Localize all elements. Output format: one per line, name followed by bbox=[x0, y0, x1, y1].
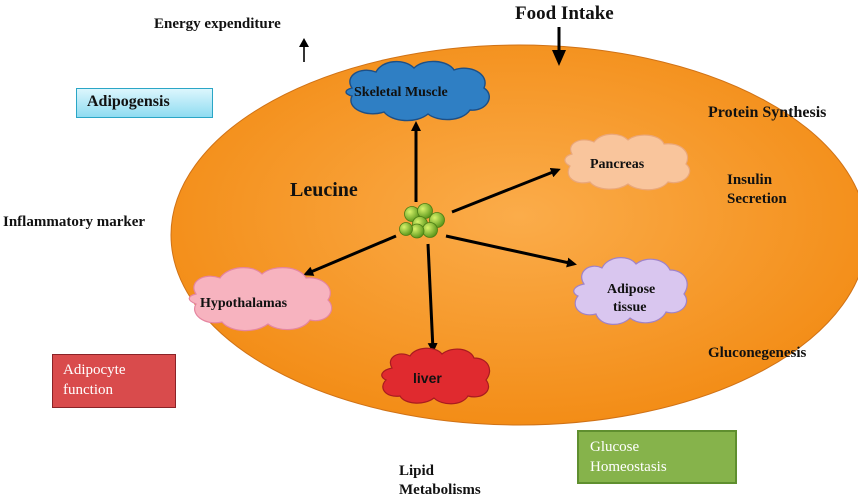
leucine-molecule-icon bbox=[399, 203, 445, 239]
lipid-metabolisms-label: Lipid Metabolisms bbox=[399, 463, 481, 498]
cloud-liver bbox=[381, 347, 491, 405]
center-label-leucine: Leucine bbox=[290, 179, 358, 201]
cloud-label-adipose-line1: Adipose bbox=[607, 282, 655, 297]
arrow-to-hypothalamas bbox=[303, 234, 397, 276]
arrow-to-adipose-tissue bbox=[445, 234, 577, 268]
gluconeogenesis-label: Gluconegenesis bbox=[708, 345, 807, 361]
energy-up-arrow-icon bbox=[299, 38, 309, 62]
food-intake-down-arrow-icon bbox=[552, 27, 566, 66]
cloud-label-skeletal-muscle: Skeletal Muscle bbox=[354, 85, 448, 100]
glucose-homeostasis-box: Glucose Homeostasis bbox=[577, 430, 737, 484]
adipocyte-function-box: Adipocyte function bbox=[52, 354, 176, 408]
cloud-label-pancreas: Pancreas bbox=[590, 157, 645, 172]
insulin-secretion-label: Insulin Secretion bbox=[727, 172, 787, 207]
cloud-pancreas bbox=[564, 133, 691, 191]
cloud-adipose-tissue bbox=[573, 257, 688, 325]
adipogenesis-box: Adipogensis bbox=[76, 88, 213, 118]
cloud-label-liver: liver bbox=[413, 370, 442, 386]
energy-expenditure-label: Energy expenditure bbox=[154, 16, 281, 32]
leucine-ellipse bbox=[170, 44, 858, 426]
arrow-to-pancreas bbox=[451, 167, 561, 214]
cloud-hypothalamas bbox=[188, 267, 333, 332]
leucine-arrows bbox=[303, 121, 577, 353]
cloud-label-hypothalamas: Hypothalamas bbox=[200, 296, 288, 311]
inflammatory-marker-label: Inflammatory marker bbox=[3, 214, 146, 230]
food-intake-label: Food Intake bbox=[515, 3, 614, 24]
arrow-to-liver bbox=[426, 243, 438, 353]
cloud-skeletal-muscle bbox=[345, 60, 490, 122]
cloud-label-adipose-line2: tissue bbox=[613, 300, 646, 315]
protein-synthesis-label: Protein Synthesis bbox=[708, 104, 827, 121]
